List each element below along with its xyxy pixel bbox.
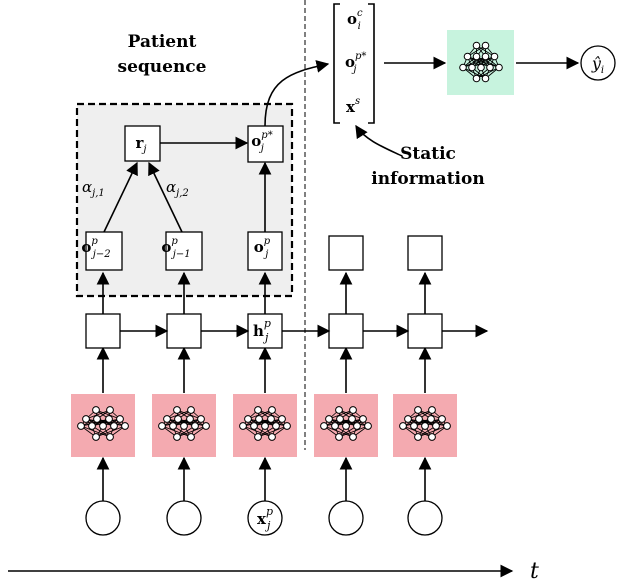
combined-label: op*j xyxy=(251,130,272,154)
alpha-j2-label: αj,2 xyxy=(166,178,189,199)
combined-to-vector-arrow xyxy=(264,60,330,127)
combined-box xyxy=(247,125,284,163)
hidden-states xyxy=(85,313,443,349)
input-circles xyxy=(85,500,443,536)
static-info-arrow xyxy=(355,124,403,157)
time-axis-label: t xyxy=(530,559,539,584)
static-info-label-2: information xyxy=(371,169,484,189)
encoders xyxy=(71,394,457,457)
static-info-label: Static xyxy=(400,144,456,164)
input-arrows xyxy=(96,456,432,501)
encoder-to-hidden-arrows xyxy=(96,346,432,393)
vector-xs-label: xs xyxy=(346,96,360,116)
patient-sequence-label-2: sequence xyxy=(118,57,207,77)
neural-network-icon xyxy=(77,406,129,441)
neural-network-icon xyxy=(158,406,210,441)
static-vector xyxy=(333,3,375,124)
hidden-box-2 xyxy=(166,313,202,349)
output-box-jm1 xyxy=(165,231,203,271)
output-boxes xyxy=(85,231,443,271)
neural-network-icon xyxy=(459,41,503,83)
input-node-4 xyxy=(328,500,364,536)
context-r-label: rj xyxy=(135,134,146,155)
input-node-5 xyxy=(407,500,443,536)
output-box-j xyxy=(247,231,283,271)
neural-network-icon xyxy=(320,406,372,441)
neural-network-icon xyxy=(239,406,291,441)
vector-ostar-label: op*j xyxy=(345,51,366,75)
input-node-2 xyxy=(166,500,202,536)
attention-arrow-2 xyxy=(148,161,183,233)
neural-network-icon xyxy=(399,406,451,441)
prediction-label: ŷi xyxy=(591,54,604,76)
output-box-jm2 xyxy=(85,231,123,271)
hidden-box-5 xyxy=(407,313,443,349)
hidden-to-output-arrows xyxy=(96,271,432,314)
prediction-node xyxy=(580,45,616,81)
classifier xyxy=(447,30,514,95)
hidden-box-1 xyxy=(85,313,121,349)
hidden-box-4 xyxy=(328,313,364,349)
attention-arrow-1 xyxy=(103,161,138,233)
output-box-4 xyxy=(328,235,364,271)
alpha-j1-label: αj,1 xyxy=(82,178,105,199)
output-box-5 xyxy=(407,235,443,271)
patient-sequence-label: Patient xyxy=(128,32,197,52)
input-node-1 xyxy=(85,500,121,536)
